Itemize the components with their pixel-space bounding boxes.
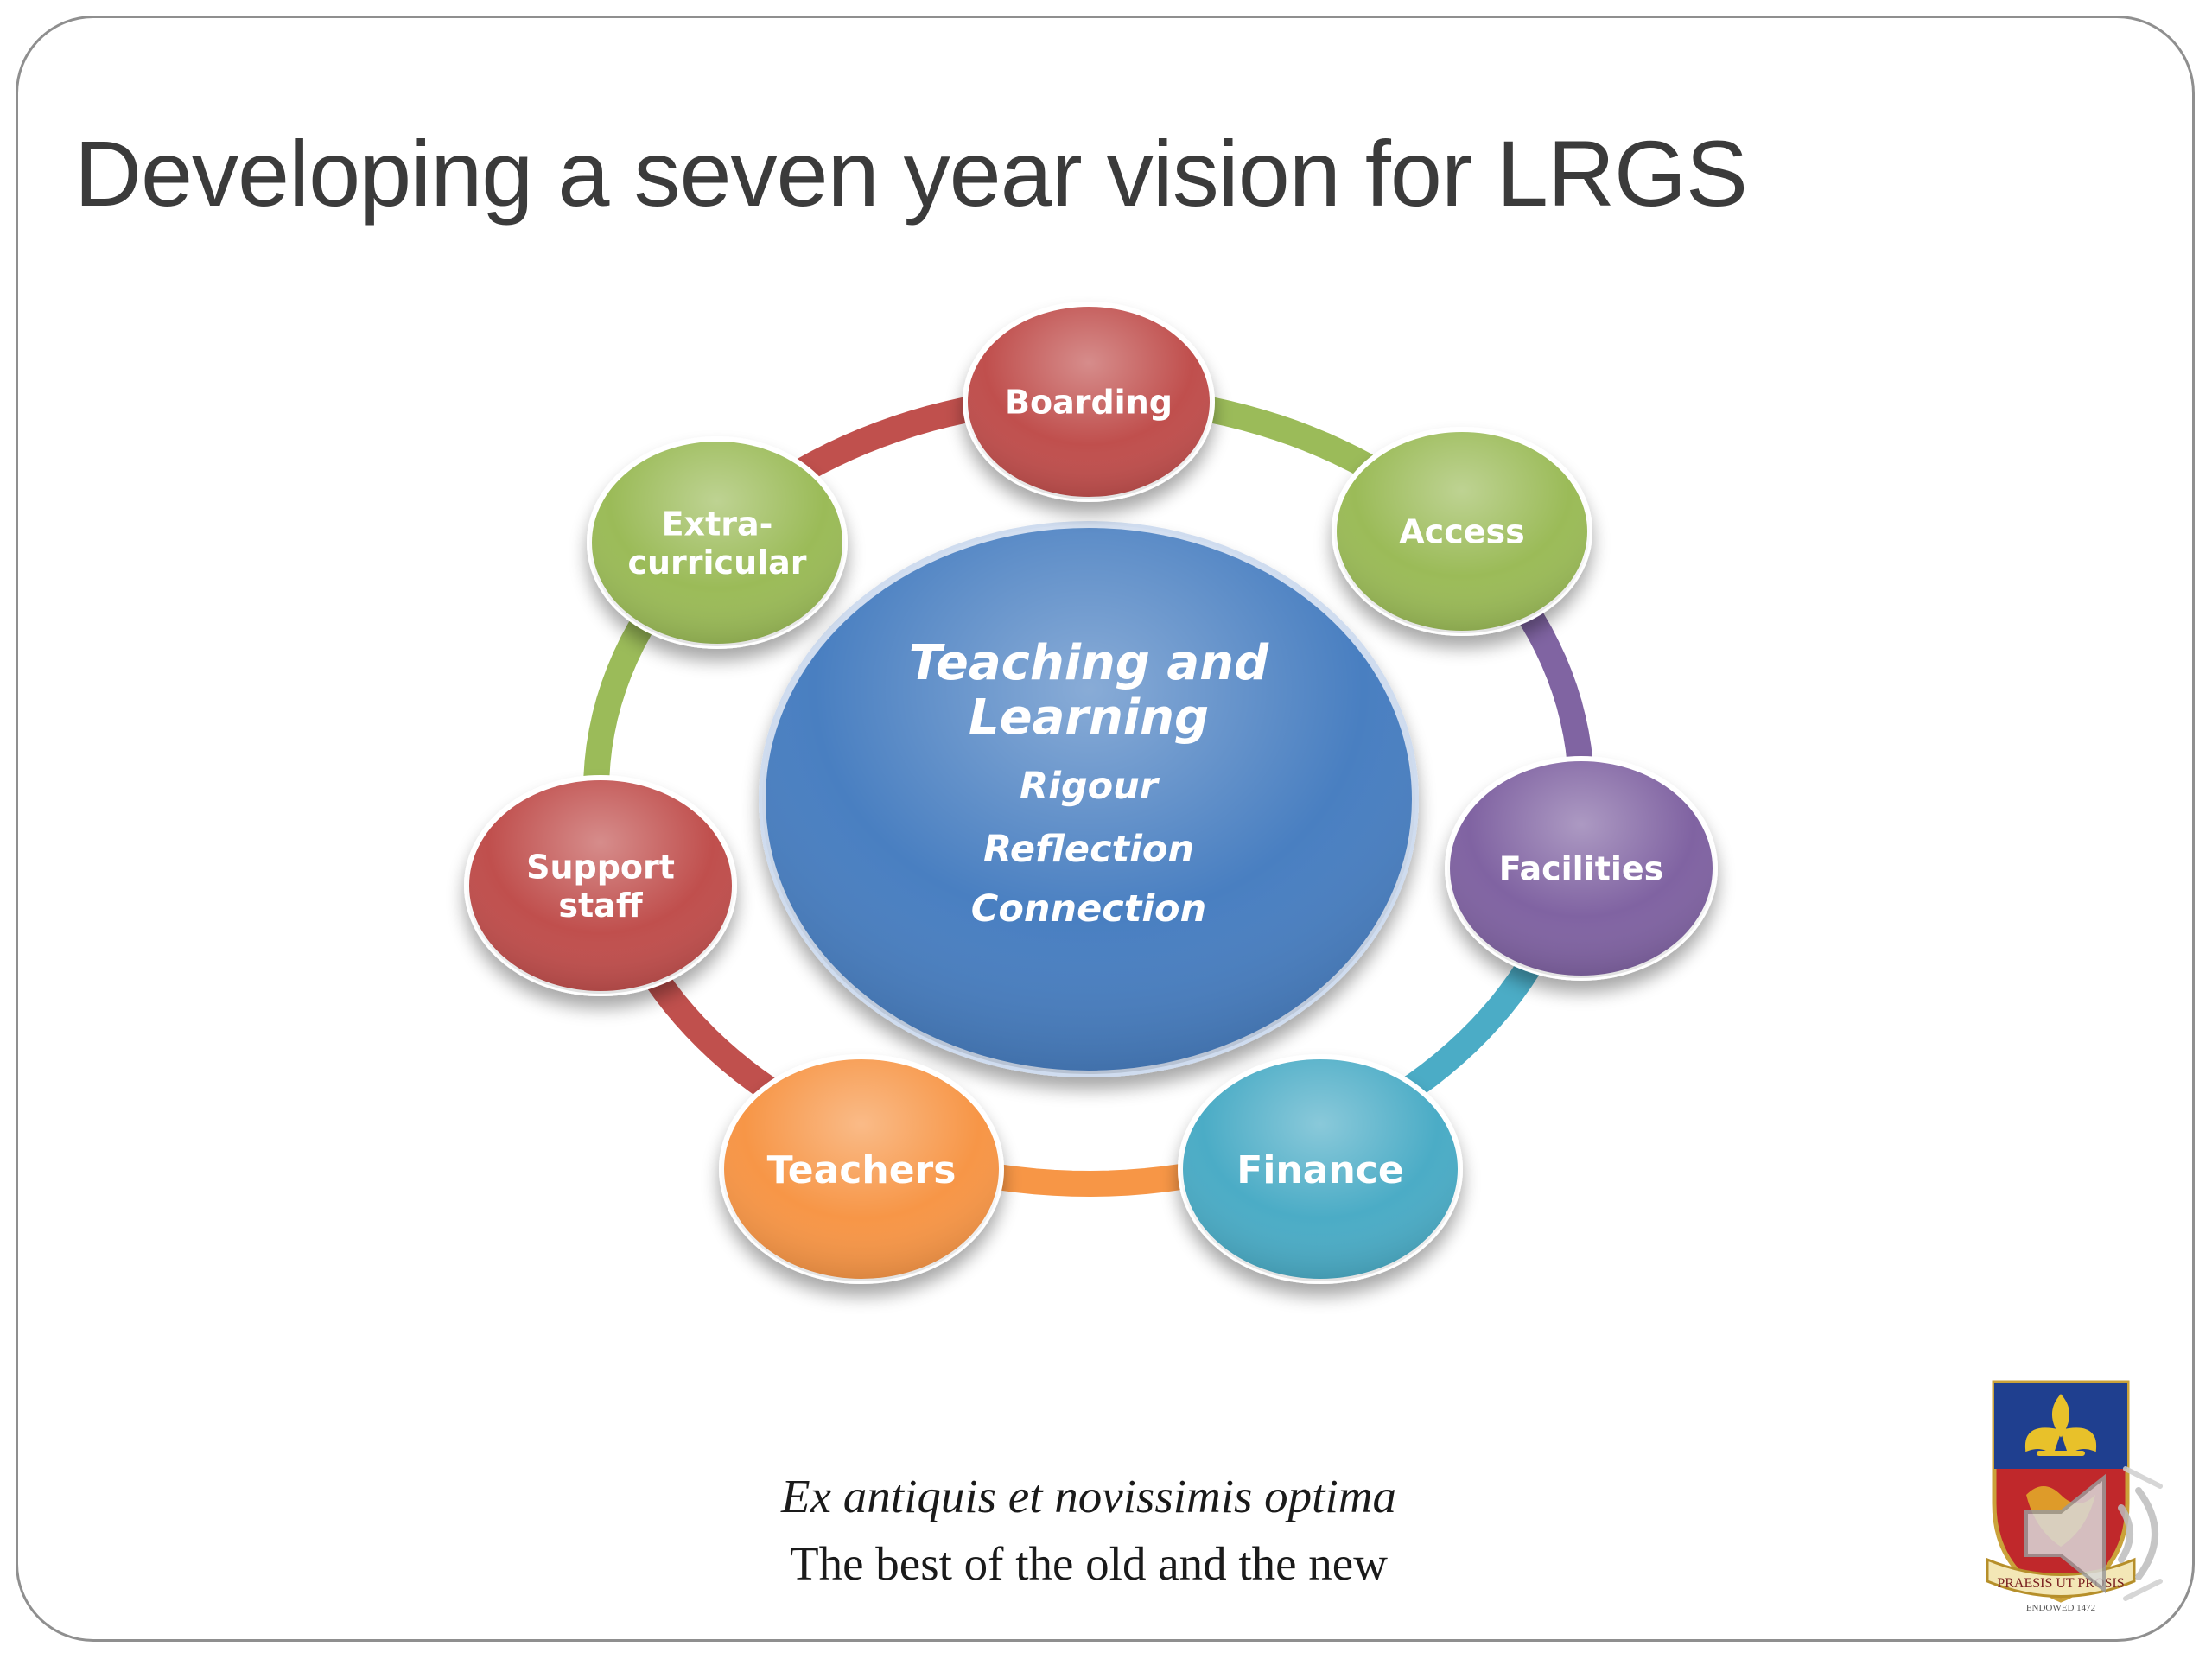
node-label: Teachers [767, 1148, 957, 1192]
motto-latin: Ex antiquis et novissimis optima [781, 1470, 1396, 1522]
svg-text:ENDOWED 1472: ENDOWED 1472 [2026, 1603, 2095, 1613]
node-boarding: Boarding [963, 302, 1215, 502]
node-label: curricular [627, 543, 806, 582]
node-finance: Finance [1178, 1054, 1463, 1284]
node-access: Access [1332, 427, 1592, 636]
node-teachers: Teachers [719, 1054, 1004, 1284]
motto-english: The best of the old and the new [790, 1537, 1388, 1590]
node-gloss [467, 778, 734, 994]
node-label: Support [526, 848, 675, 886]
node-label: Access [1399, 513, 1524, 551]
node-gloss [1447, 759, 1715, 978]
speaker-icon[interactable] [2013, 1460, 2177, 1607]
center-title-line: Learning [969, 690, 1209, 746]
center-circle: Teaching andLearningRigourReflectionConn… [759, 521, 1419, 1077]
node-gloss [721, 1057, 1001, 1281]
node-extra-curricular: Extra-curricular [587, 436, 848, 649]
node-label: staff [558, 887, 643, 925]
node-facilities: Facilities [1445, 756, 1718, 981]
node-label: Facilities [1499, 850, 1664, 888]
center-subtitle-line: Reflection [983, 828, 1194, 871]
node-gloss [1334, 429, 1590, 633]
node-label: Finance [1236, 1148, 1403, 1192]
center-subtitle-line: Connection [971, 887, 1206, 931]
slide-title: Developing a seven year vision for LRGS [74, 121, 1748, 226]
node-gloss [589, 439, 845, 646]
node-label: Extra- [662, 505, 773, 543]
node-label: Boarding [1005, 384, 1173, 422]
center-title-line: Teaching and [909, 635, 1269, 691]
node-gloss [1180, 1057, 1460, 1281]
center-subtitle-line: Rigour [1020, 765, 1160, 808]
node-gloss [965, 304, 1212, 499]
center-circle-gloss [762, 524, 1415, 1074]
